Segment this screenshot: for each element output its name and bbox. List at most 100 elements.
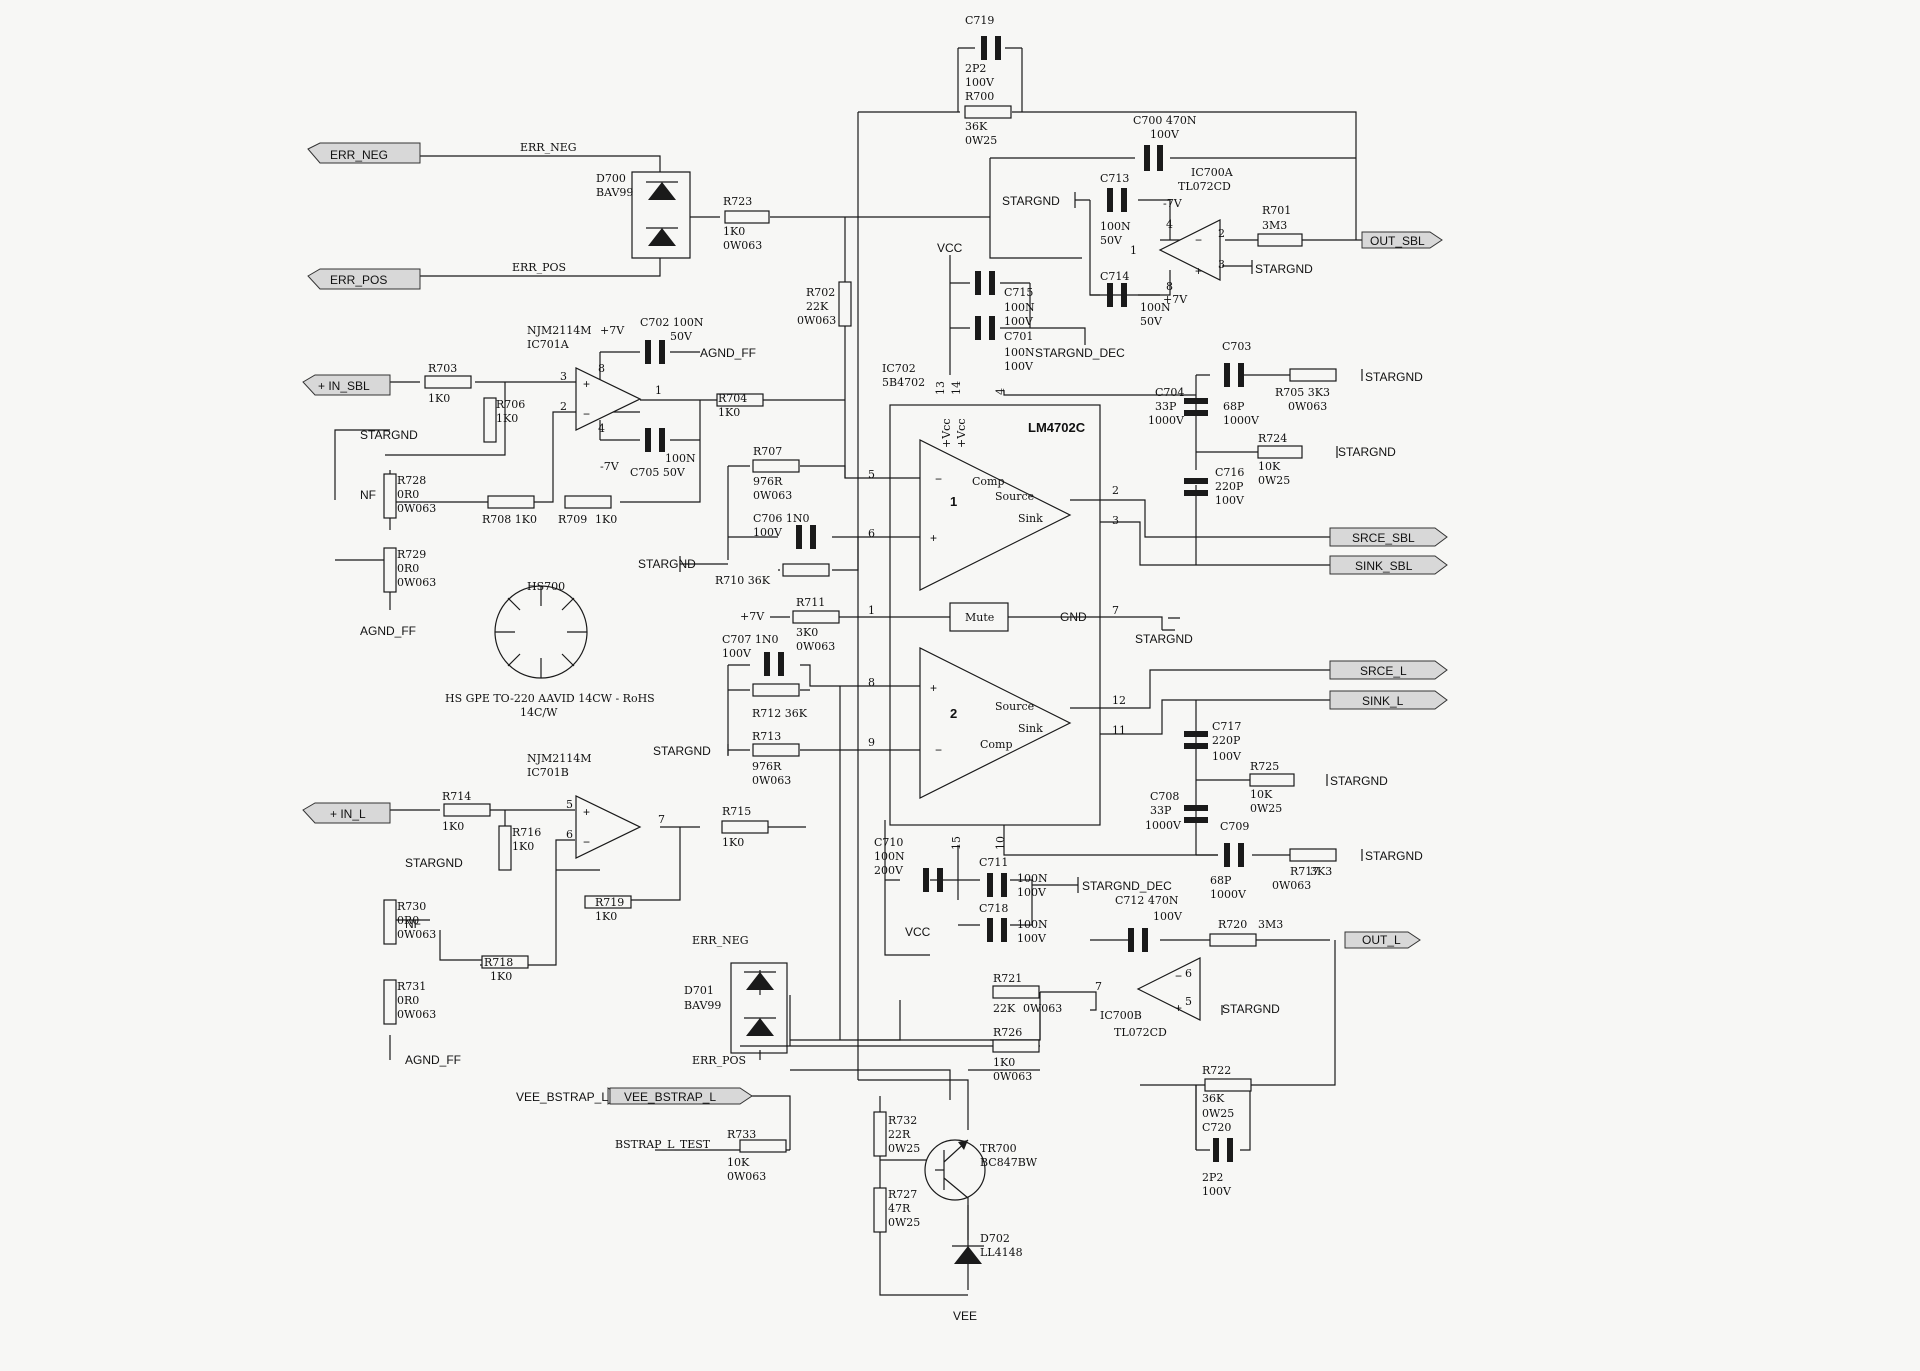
amp2-number: 2 bbox=[950, 706, 957, 721]
opamp-ic700a bbox=[1158, 219, 1221, 281]
net-err-neg: ERR_NEG bbox=[520, 141, 577, 154]
net-nf-1: NF bbox=[360, 488, 376, 502]
resistor-r732 bbox=[873, 1111, 887, 1157]
label-parts-c708-0: C708 bbox=[1150, 790, 1179, 803]
pin-a700-8: 8 bbox=[1166, 280, 1173, 293]
label-parts-r722-0: R722 bbox=[1202, 1064, 1231, 1077]
label-parts-r707-0: R707 bbox=[753, 445, 782, 458]
resistor-r721 bbox=[992, 985, 1040, 999]
label-parts-c712-0: C712 470N bbox=[1115, 894, 1179, 907]
resistor-r727 bbox=[873, 1187, 887, 1233]
pin-2: 2 bbox=[1112, 484, 1119, 497]
mute-label: Mute bbox=[965, 611, 994, 624]
resistor-r730 bbox=[383, 899, 397, 945]
label-parts-c701-0: C701 bbox=[1004, 330, 1033, 343]
port-err-neg bbox=[307, 142, 421, 164]
ic-part: 5B4702 bbox=[882, 376, 925, 389]
net-stargnd-1: STARGND bbox=[1002, 194, 1060, 208]
label-parts-c704-1: 33P bbox=[1155, 400, 1177, 413]
label-parts-ic700b-1: TL072CD bbox=[1114, 1026, 1167, 1039]
port-srce-l bbox=[1329, 660, 1448, 680]
port-vee-bstrap-text: VEE_BSTRAP_L bbox=[624, 1090, 716, 1104]
label-parts-ic701a-0: NJM2114M bbox=[527, 324, 592, 337]
label-parts-r709-1: 1K0 bbox=[595, 513, 617, 526]
svg-text:+: + bbox=[583, 805, 590, 819]
vee-bstrap-port-box: VEE_BSTRAP_L bbox=[609, 1087, 753, 1105]
label-parts-c718-0: C718 bbox=[979, 902, 1008, 915]
label-parts-r726-0: R726 bbox=[993, 1026, 1022, 1039]
label-parts-c704b-0: 68P bbox=[1223, 400, 1245, 413]
port-err-neg-label: ERR_NEG bbox=[330, 148, 388, 162]
net-agnd-ff-3: AGND_FF bbox=[405, 1053, 461, 1067]
svg-text:−: − bbox=[935, 743, 942, 757]
resistor-r718 bbox=[481, 955, 529, 969]
label-parts-r700-2: 0W25 bbox=[965, 134, 997, 147]
label-parts-r731-1: 0R0 bbox=[397, 994, 419, 1007]
capacitor-c708 bbox=[1184, 805, 1208, 823]
label-parts-r702-0: R702 bbox=[806, 286, 835, 299]
label-parts-c705-0: 100N bbox=[665, 452, 696, 465]
label-parts-c716-1: 220P bbox=[1215, 480, 1244, 493]
resistor-r733 bbox=[739, 1139, 787, 1153]
net-agnd-ff-1: AGND_FF bbox=[700, 346, 756, 360]
svg-text:−: − bbox=[1195, 233, 1202, 247]
label-parts-c706-0: C706 1N0 bbox=[753, 512, 810, 525]
capacitor-c700 bbox=[1144, 145, 1163, 171]
label-parts-r722-1: 36K bbox=[1202, 1092, 1225, 1105]
label-parts-c715-1: 100N bbox=[1004, 301, 1035, 314]
pin-a700-3: 3 bbox=[1218, 258, 1225, 271]
amp1-triangle bbox=[919, 439, 1072, 591]
net-stargnd-10: STARGND bbox=[1330, 774, 1388, 788]
label-parts-r724-1: 10K bbox=[1258, 460, 1281, 473]
pin-15: 15 bbox=[950, 836, 963, 850]
opamps: +− +− −+ −+ 3 2 1 8 4 5 6 7 2 3 1 4 8 6 … bbox=[560, 218, 1225, 1021]
label-parts-c708-2: 1000V bbox=[1145, 819, 1182, 832]
amp2-source: Source bbox=[995, 700, 1034, 713]
label-parts-r730-1: 0R0 bbox=[397, 914, 419, 927]
label-parts-c707-0: C707 1N0 bbox=[722, 633, 779, 646]
label-parts-r718-1: 1K0 bbox=[490, 970, 512, 983]
port-vee-bstrap bbox=[609, 1087, 753, 1105]
label-parts-c704-0: C704 bbox=[1155, 386, 1184, 399]
pin-a701-4: 4 bbox=[598, 422, 605, 435]
diode-d701-b bbox=[746, 1018, 774, 1036]
label-parts-c719-2: 100V bbox=[965, 76, 995, 89]
resistor-r717 bbox=[1289, 848, 1337, 862]
amp2-sink: Sink bbox=[1018, 722, 1043, 735]
pin-1: 1 bbox=[868, 604, 875, 617]
port-out-sbl bbox=[1361, 231, 1443, 249]
resistor-r700 bbox=[964, 105, 1012, 119]
opamp-ic700b bbox=[1136, 957, 1201, 1021]
capacitor-c718 bbox=[987, 918, 1007, 942]
label-parts-c702-0: C702 100N bbox=[640, 316, 704, 329]
resistor-r704 bbox=[716, 393, 764, 407]
label-parts-ic701b-0: NJM2114M bbox=[527, 752, 592, 765]
label-parts-r709-0: R709 bbox=[558, 513, 587, 526]
label-parts-c713-2: 50V bbox=[1100, 234, 1123, 247]
label-parts-r723-2: 0W063 bbox=[723, 239, 762, 252]
label-parts-r706-0: R706 bbox=[496, 398, 525, 411]
label-parts-r705-0: R705 3K3 bbox=[1275, 386, 1330, 399]
label-parts-r717-2: 0W063 bbox=[1272, 879, 1311, 892]
net-m7v-1: -7V bbox=[600, 460, 620, 473]
amp2-triangle bbox=[919, 647, 1072, 799]
amp1-sink: Sink bbox=[1018, 512, 1043, 525]
capacitor-c715 bbox=[975, 271, 995, 295]
label-parts-d700-0: D700 bbox=[596, 172, 626, 185]
port-out-l bbox=[1344, 931, 1421, 949]
amp1-vcc2: +Vcc bbox=[955, 419, 968, 448]
label-parts-r714-0: R714 bbox=[442, 790, 471, 803]
label-parts-c701-2: 100V bbox=[1004, 360, 1034, 373]
port-out-sbl-label: OUT_SBL bbox=[1370, 234, 1425, 248]
port-sink-sbl bbox=[1329, 555, 1448, 575]
port-sink-l-label: SINK_L bbox=[1362, 694, 1404, 708]
label-parts-r701-0: R701 bbox=[1262, 204, 1291, 217]
capacitor-c706 bbox=[796, 525, 816, 549]
capacitor-c716 bbox=[1184, 478, 1208, 496]
pin-11: 11 bbox=[1112, 724, 1126, 737]
pin-a701-1: 1 bbox=[655, 384, 662, 397]
resistor-r705 bbox=[1289, 368, 1337, 382]
net-p7v-3: +7V bbox=[740, 610, 765, 623]
label-parts-r706-1: 1K0 bbox=[496, 412, 518, 425]
label-parts-r729-2: 0W063 bbox=[397, 576, 436, 589]
